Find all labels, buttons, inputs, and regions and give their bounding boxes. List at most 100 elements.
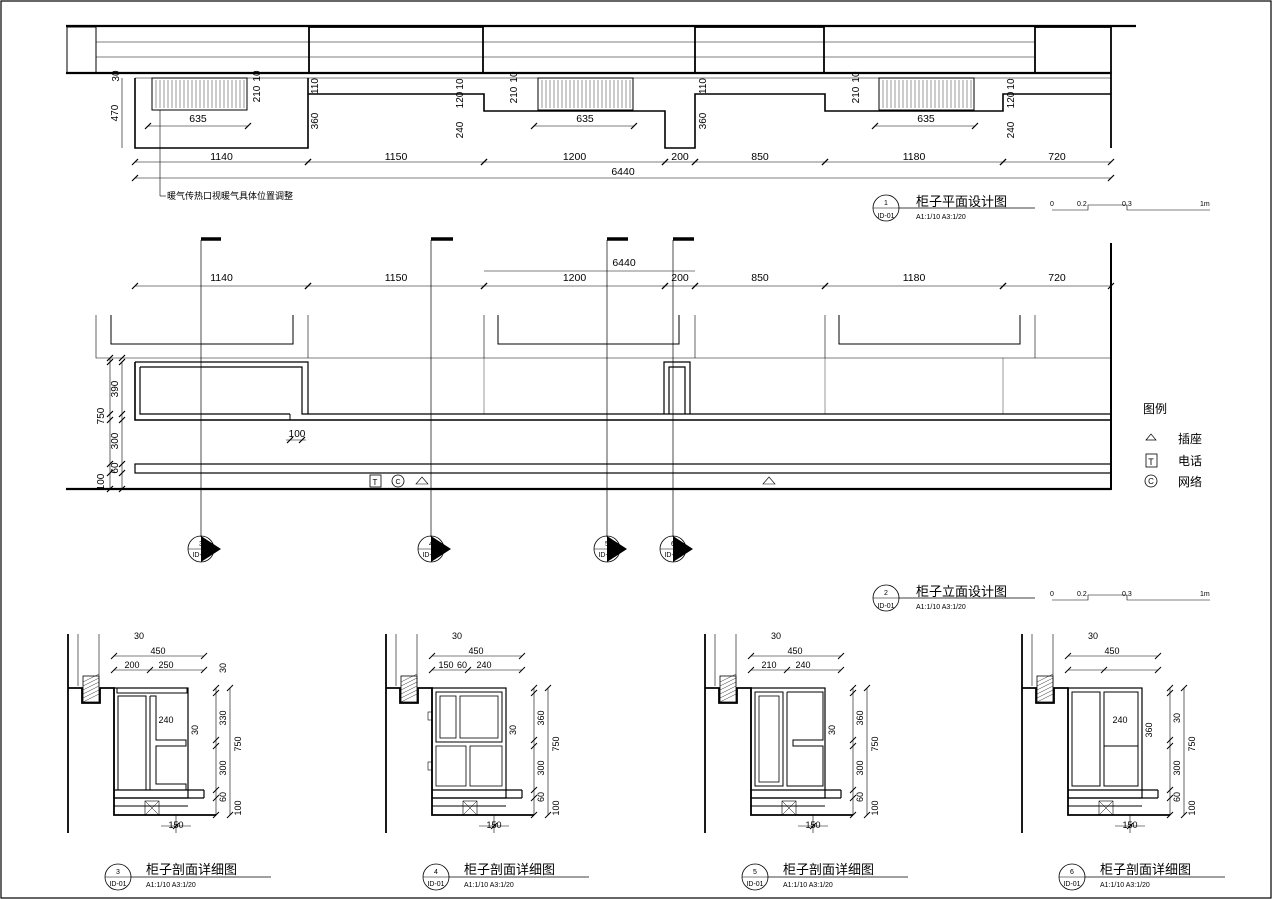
plan-title-num: 1 xyxy=(884,200,888,207)
section-dimension: 450 xyxy=(150,646,165,656)
section-title-num: 5 xyxy=(753,869,757,876)
section-dimension: 100 xyxy=(1187,800,1197,815)
radiator xyxy=(151,77,975,111)
section-dimension: 30 xyxy=(1088,631,1098,641)
section-dimension: 200 xyxy=(124,660,139,670)
dim-10: 10 xyxy=(252,70,263,82)
section-marker-ref: ID-01 xyxy=(422,552,439,559)
section-dimension: 750 xyxy=(1187,736,1197,751)
section-dimension: 30 xyxy=(134,631,144,641)
section-title-ref: ID-01 xyxy=(427,881,444,888)
dim-210b: 210 xyxy=(509,86,520,103)
section-dimension: 210 xyxy=(761,660,776,670)
radiator-note: 暖气传热口视暖气具体位置调整 xyxy=(167,190,293,201)
section-scale: A1:1/10 A3:1/20 xyxy=(1100,882,1150,889)
section-dimension: 30 xyxy=(827,725,837,735)
legend-label-network: 网络 xyxy=(1178,474,1202,489)
section-dimension: 150 xyxy=(805,820,820,830)
elevation-title-ref: ID-01 xyxy=(877,603,894,610)
plan-title-ref: ID-01 xyxy=(877,213,894,220)
plan-dimension: 1200 xyxy=(563,151,587,163)
section-dimension: 150 xyxy=(168,820,183,830)
section-dimension: 750 xyxy=(870,736,880,751)
dim-210c: 210 xyxy=(851,86,862,103)
socket-symbol xyxy=(415,476,429,485)
scalebar-label: 0.2 xyxy=(1077,201,1087,208)
legend-symbol-t: T xyxy=(1148,457,1154,467)
phone-symbol-label: T xyxy=(373,478,378,487)
elevation-dimension: 1140 xyxy=(210,272,233,284)
plan-dimension: 850 xyxy=(751,151,769,163)
plan-title: 柜子平面设计图 xyxy=(916,194,1007,209)
section-dimension: 360 xyxy=(1144,722,1154,737)
scalebar-label: 1m xyxy=(1200,591,1210,598)
section-scale: A1:1/10 A3:1/20 xyxy=(783,882,833,889)
dim-30: 30 xyxy=(111,70,122,82)
gap-dimension: 100 xyxy=(289,429,306,440)
elevation-title-num: 2 xyxy=(884,590,888,597)
radiator-width: 635 xyxy=(917,113,935,125)
elevation-view xyxy=(66,237,1115,563)
section-dimension: 60 xyxy=(1172,792,1182,802)
section-marker-ref: ID-01 xyxy=(598,552,615,559)
scalebar-label: 0 xyxy=(1050,591,1054,598)
section-title: 柜子剖面详细图 xyxy=(783,862,874,877)
network-symbol-label: C xyxy=(395,479,400,486)
elevation-dimension: 720 xyxy=(1048,272,1066,284)
elevation-title-block xyxy=(872,584,1210,612)
dim-750: 750 xyxy=(96,407,107,424)
elevation-dimension: 1150 xyxy=(385,272,408,284)
section-dimension: 240 xyxy=(158,715,173,725)
plan-title-block xyxy=(872,194,1210,222)
dim-120b: 120 xyxy=(1006,91,1017,108)
socket-symbol xyxy=(762,476,776,485)
section-dimension: 30 xyxy=(771,631,781,641)
radiator-width: 635 xyxy=(576,113,594,125)
section-title: 柜子剖面详细图 xyxy=(146,862,237,877)
section-dimension: 30 xyxy=(1172,713,1182,723)
dim-60: 60 xyxy=(110,462,121,474)
section-dimension: 30 xyxy=(508,725,518,735)
legend-symbol-c: C xyxy=(1148,477,1154,486)
dim-210: 210 xyxy=(252,85,263,102)
section-title-num: 4 xyxy=(434,869,438,876)
section-dimension: 100 xyxy=(233,800,243,815)
section-marker-num: 5 xyxy=(605,541,609,548)
section-title-ref: ID-01 xyxy=(109,881,126,888)
section-dimension: 100 xyxy=(870,800,880,815)
radiator-width: 635 xyxy=(189,113,207,125)
elevation-dimension: 1180 xyxy=(903,272,926,284)
section-title-ref: ID-01 xyxy=(746,881,763,888)
legend-label-socket: 插座 xyxy=(1178,431,1202,446)
section-dimension: 750 xyxy=(551,736,561,751)
network-outlet-symbol xyxy=(391,474,405,488)
socket-icon xyxy=(1145,433,1157,441)
section-dimension: 300 xyxy=(536,760,546,775)
section-dimension: 300 xyxy=(1172,760,1182,775)
dim-110: 110 xyxy=(310,78,321,94)
section-dimension: 300 xyxy=(218,760,228,775)
section-dimension: 150 xyxy=(438,660,453,670)
scalebar-label: 0.3 xyxy=(1122,591,1132,598)
section-dimension: 360 xyxy=(855,710,865,725)
section-title: 柜子剖面详细图 xyxy=(1100,862,1191,877)
section-dimension: 360 xyxy=(536,710,546,725)
legend-label-phone: 电话 xyxy=(1178,454,1202,468)
section-dimension: 60 xyxy=(536,792,546,802)
section-dimension: 30 xyxy=(452,631,462,641)
scalebar-label: 0.2 xyxy=(1077,591,1087,598)
network-icon xyxy=(1144,474,1158,488)
elevation-dimension: 1200 xyxy=(563,272,587,284)
dim-10e: 10 xyxy=(1006,78,1017,90)
dim-360b: 360 xyxy=(698,112,709,129)
section-dimension: 100 xyxy=(551,800,561,815)
dim-300: 300 xyxy=(110,432,121,449)
scalebar-label: 0 xyxy=(1050,201,1054,208)
section-dimension: 750 xyxy=(233,736,243,751)
